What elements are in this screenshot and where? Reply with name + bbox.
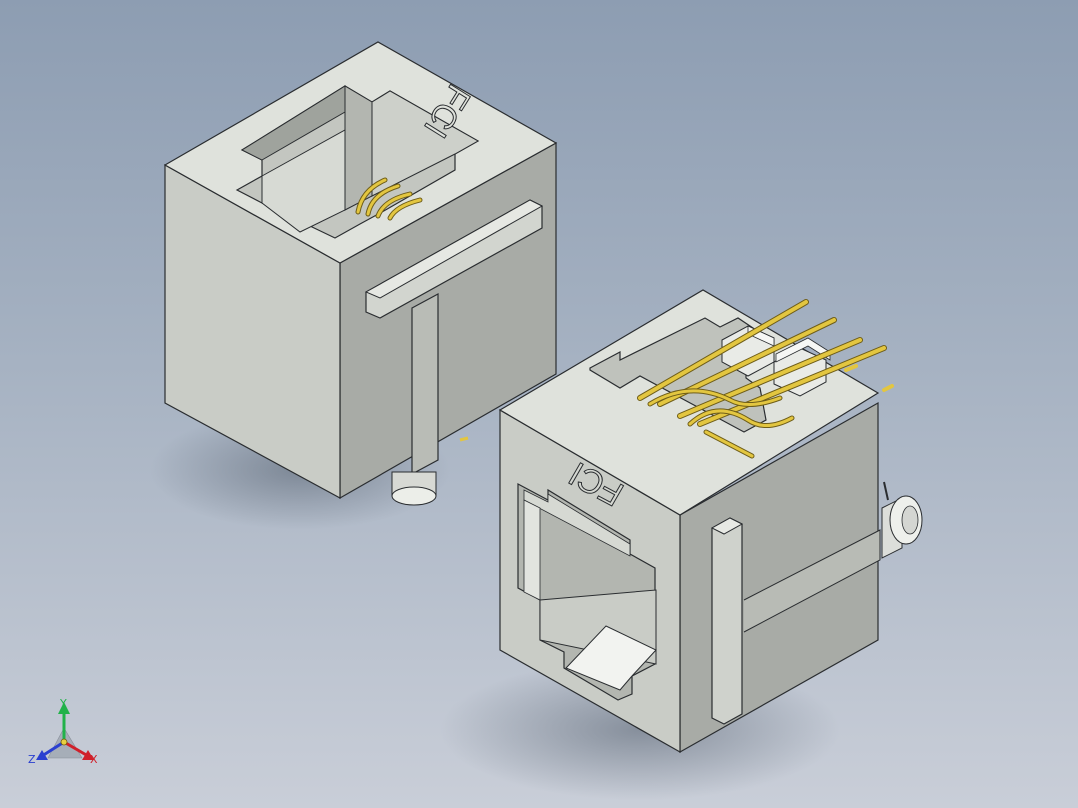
left-connector-post [411,292,439,476]
triad-y-label: Y [59,697,67,710]
triad-z-arrow [36,750,48,760]
triad-z-label: Z [28,753,36,766]
connector-left[interactable]: FCI [163,41,558,506]
triad-x-label: X [90,753,98,766]
left-connector-cavity-back [371,90,480,197]
left-connector-pin-tip [459,436,469,442]
right-connector-peg [881,481,923,559]
triad-x-axis [63,740,89,758]
reference-triad[interactable]: Y X Z [28,697,98,766]
triad-origin [60,738,68,746]
left-connector-peg [391,471,437,506]
right-connector-pins [637,299,894,459]
right-connector-side-groove [743,529,881,633]
left-connector-contacts [355,177,423,221]
triad-y-arrow [58,702,70,714]
left-connector-cavity-floor [261,129,346,233]
right-connector-jack-contact-plate [565,625,657,691]
connector-right[interactable]: FCI [498,289,923,754]
left-connector-latch-rail-top [364,199,544,299]
right-connector-side-tab-face [710,517,744,535]
triad-x-arrow [82,750,94,760]
right-connector-side-tab [711,517,743,725]
triad-z-axis [41,740,65,758]
right-connector-jack-inner-left [523,499,541,601]
